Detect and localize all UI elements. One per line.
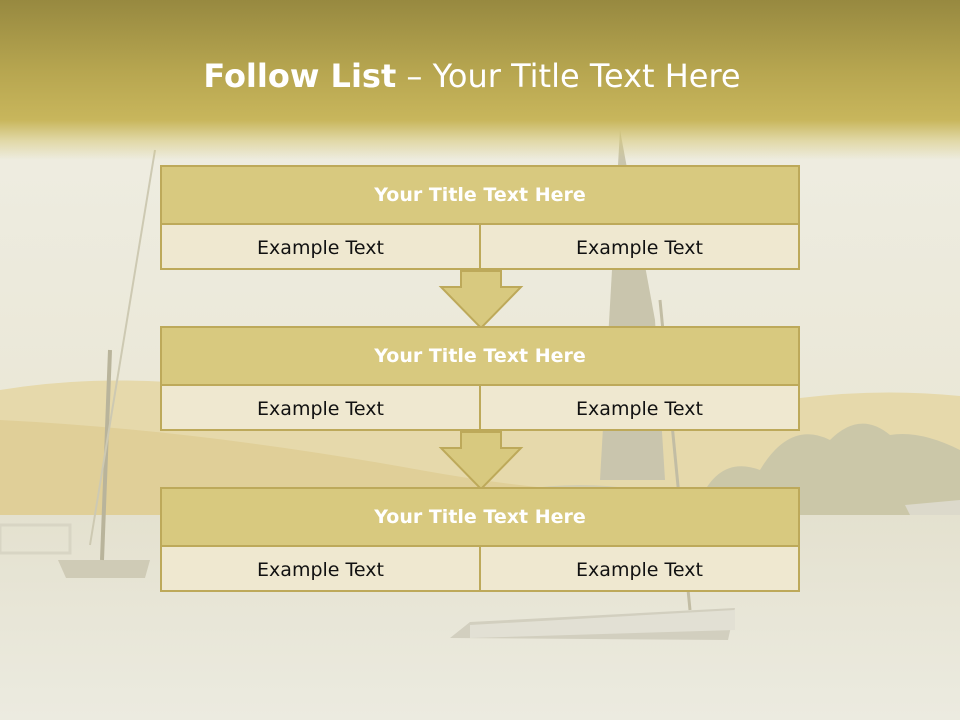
step-title: Your Title Text Here <box>162 489 798 547</box>
slide-title-bold: Follow List <box>203 57 397 95</box>
step-cell-left: Example Text <box>257 237 384 259</box>
title-band <box>0 0 960 160</box>
down-arrow-icon <box>438 431 524 491</box>
step-block-3: Your Title Text Here Example Text Exampl… <box>160 487 800 592</box>
step-cell-left: Example Text <box>257 398 384 420</box>
step-title: Your Title Text Here <box>162 328 798 386</box>
step-row: Example Text Example Text <box>162 547 798 590</box>
step-block-1: Your Title Text Here Example Text Exampl… <box>160 165 800 270</box>
step-cell-right: Example Text <box>479 547 798 590</box>
slide-title: Follow List – Your Title Text Here <box>0 54 944 98</box>
step-cell-right: Example Text <box>479 386 798 429</box>
step-cell-right: Example Text <box>479 225 798 268</box>
step-row: Example Text Example Text <box>162 386 798 429</box>
step-cell-left: Example Text <box>257 559 384 581</box>
step-block-2: Your Title Text Here Example Text Exampl… <box>160 326 800 431</box>
step-title: Your Title Text Here <box>162 167 798 225</box>
step-row: Example Text Example Text <box>162 225 798 268</box>
down-arrow-icon <box>438 270 524 330</box>
slide-title-rest: – Your Title Text Here <box>396 57 741 95</box>
